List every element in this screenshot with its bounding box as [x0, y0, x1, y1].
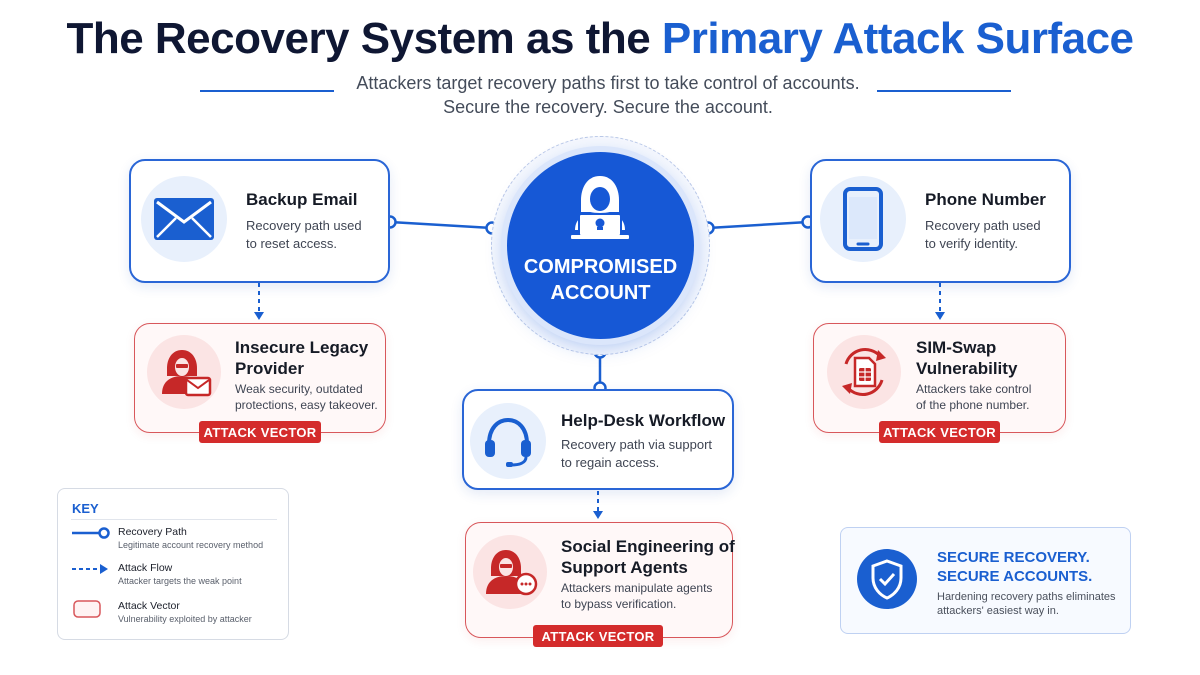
sim-swap-desc: Attackers take control of the phone numb… [916, 381, 1031, 413]
legend-item-name-1: Attack Flow [118, 562, 173, 574]
backup-email-icon-circle [141, 176, 227, 262]
sim-swap-icon-circle [827, 335, 901, 409]
phone-number-desc-2: to verify identity. [925, 236, 1018, 251]
phone-number-icon-circle [820, 176, 906, 262]
social-engineering-icon-circle [473, 535, 547, 609]
social-engineering-title: Social Engineering of Support Agents [561, 536, 735, 578]
social-engineering-desc: Attackers manipulate agents to bypass ve… [561, 580, 712, 612]
headset-icon [485, 417, 531, 467]
help-desk-icon-circle [470, 403, 546, 479]
connector-center-phone [707, 220, 809, 230]
arrowhead-email [254, 312, 264, 320]
legend-item-desc-0: Legitimate account recovery method [118, 540, 264, 550]
arrowhead-phone [935, 312, 945, 320]
legend-recovery-path-node [98, 527, 110, 539]
secure-recovery-title: SECURE RECOVERY. SECURE ACCOUNTS. [937, 548, 1092, 586]
compromised-account-label: COMPROMISED ACCOUNT [507, 254, 694, 306]
legacy-provider-title-2: Provider [235, 359, 304, 378]
subtitle: Attackers target recovery paths first to… [320, 71, 896, 119]
legend-item-name-2: Attack Vector [118, 600, 180, 612]
legend-item-desc-1: Attacker targets the weak point [118, 576, 242, 586]
legacy-provider-attack-tag: ATTACK VECTOR [199, 421, 321, 443]
sim-swap-icon [842, 348, 886, 396]
hacker-mail-icon [162, 350, 212, 397]
subtitle-rule-right [877, 90, 1011, 92]
sim-swap-title-2: Vulnerability [916, 359, 1018, 378]
legacy-provider-desc-2: protections, easy takeover. [235, 398, 378, 412]
legacy-provider-icon-circle [147, 335, 221, 409]
legend-item-desc-2: Vulnerability exploited by attacker [118, 614, 252, 624]
backup-email-desc-2: to reset access. [246, 236, 338, 251]
help-desk-desc-1: Recovery path via support [561, 437, 713, 452]
secure-title-line-2: SECURE ACCOUNTS. [937, 568, 1093, 585]
title-part-2: Primary Attack Surface [661, 14, 1134, 63]
arrowhead-helpdesk [593, 511, 603, 519]
sim-swap-desc-2: of the phone number. [916, 398, 1030, 412]
social-engineering-desc-2: to bypass verification. [561, 597, 677, 611]
secure-title-line-1: SECURE RECOVERY. [937, 549, 1090, 566]
center-label-line-1: COMPROMISED [523, 256, 678, 278]
secure-recovery-panel: SECURE RECOVERY. SECURE ACCOUNTS. Harden… [840, 527, 1131, 634]
legacy-provider-title-1: Insecure Legacy [235, 338, 369, 357]
phone-number-desc-1: Recovery path used [925, 218, 1041, 233]
legend-divider [71, 519, 277, 520]
center-label-line-2: ACCOUNT [550, 282, 651, 304]
title-part-1: The Recovery System as the [66, 14, 651, 63]
hacker-chat-icon [486, 550, 538, 596]
connector-email-center [389, 220, 493, 230]
help-desk-desc: Recovery path via support to regain acce… [561, 436, 712, 472]
smartphone-icon [843, 187, 883, 251]
legend-item-name-0: Recovery Path [118, 526, 187, 538]
secure-text-line-2: attackers' easiest way in. [937, 605, 1059, 617]
help-desk-desc-2: to regain access. [561, 455, 660, 470]
envelope-icon [154, 198, 214, 240]
hacker-laptop-icon [571, 176, 629, 239]
backup-email-title: Backup Email [246, 190, 358, 209]
legacy-provider-desc-1: Weak security, outdated [235, 382, 363, 396]
legacy-provider-title: Insecure Legacy Provider [235, 337, 368, 379]
secure-recovery-text: Hardening recovery paths eliminates atta… [937, 590, 1116, 618]
social-engineering-title-2: Support Agents [561, 558, 688, 577]
sim-swap-title-1: SIM-Swap [916, 338, 997, 357]
backup-email-desc: Recovery path used to reset access. [246, 217, 362, 253]
subtitle-line-1: Attackers target recovery paths first to… [356, 73, 860, 93]
shield-check-icon [857, 549, 917, 609]
sim-swap-desc-1: Attackers take control [916, 382, 1032, 396]
legend-key: KEY Recovery Path Legitimate account rec… [57, 488, 289, 640]
backup-email-desc-1: Recovery path used [246, 218, 362, 233]
subtitle-line-2: Secure the recovery. Secure the account. [443, 97, 773, 117]
secure-text-line-1: Hardening recovery paths eliminates [937, 591, 1116, 603]
sim-swap-title: SIM-Swap Vulnerability [916, 337, 1017, 379]
sim-swap-attack-tag: ATTACK VECTOR [879, 421, 1000, 443]
help-desk-title: Help-Desk Workflow [561, 411, 726, 430]
social-engineering-desc-1: Attackers manipulate agents [561, 581, 713, 595]
legend-attack-vector-box [73, 600, 101, 618]
legend-title: KEY [72, 501, 99, 516]
social-engineering-title-1: Social Engineering of [561, 537, 735, 556]
page-title: The Recovery System as the Primary Attac… [0, 14, 1200, 64]
legend-attack-flow-arrow [100, 564, 108, 574]
legend-symbols [72, 527, 110, 618]
phone-number-desc: Recovery path used to verify identity. [925, 217, 1041, 253]
phone-number-title: Phone Number [925, 190, 1046, 209]
subtitle-rule-left [200, 90, 334, 92]
social-engineering-attack-tag: ATTACK VECTOR [533, 625, 663, 647]
legacy-provider-desc: Weak security, outdated protections, eas… [235, 381, 378, 413]
